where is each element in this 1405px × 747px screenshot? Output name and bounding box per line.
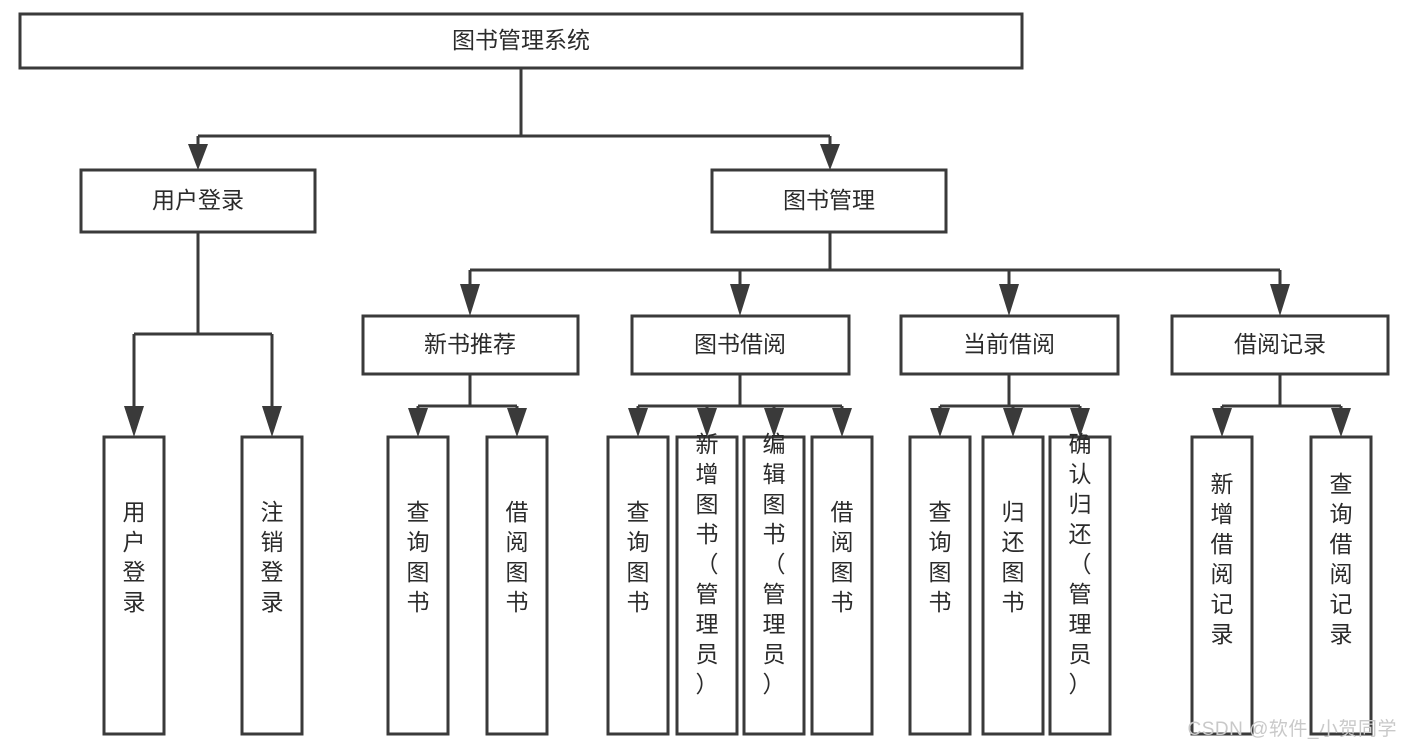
node-leaf-logout-login-box[interactable] bbox=[240, 435, 304, 736]
node-leaf-logout-login[interactable]: 注销登录 bbox=[240, 435, 304, 736]
node-leaf-return-book-box[interactable] bbox=[981, 435, 1045, 736]
node-leaf-query-borrow-record-label: 查询借阅记录 bbox=[1330, 471, 1353, 647]
node-leaf-query-book-current[interactable]: 查询图书 bbox=[908, 435, 972, 736]
arrow-head-leaf-borrow-book-rec bbox=[507, 408, 527, 437]
arrow-head-leaf-query-book-current bbox=[930, 408, 950, 437]
node-root-label: 图书管理系统 bbox=[452, 27, 590, 53]
node-leaf-query-book-current-box[interactable] bbox=[908, 435, 972, 736]
node-leaf-confirm-return-admin-label: 确认归还（管理员） bbox=[1069, 431, 1092, 697]
node-leaf-query-book-borrow-box[interactable] bbox=[606, 435, 670, 736]
arrow-head-leaf-add-borrow-record bbox=[1212, 408, 1232, 437]
node-leaf-borrow-book-box[interactable] bbox=[810, 435, 874, 736]
connector-group-root bbox=[188, 68, 840, 170]
node-leaf-query-book-rec-box[interactable] bbox=[386, 435, 450, 736]
connector-group-user-login bbox=[124, 232, 282, 437]
arrow-head-leaf-query-book-borrow bbox=[628, 408, 648, 437]
node-leaf-query-book-borrow[interactable]: 查询图书 bbox=[606, 435, 670, 736]
node-leaf-add-borrow-record-label: 新增借阅记录 bbox=[1211, 471, 1234, 647]
node-borrow-record-label: 借阅记录 bbox=[1234, 331, 1326, 357]
node-new-book-recommend[interactable]: 新书推荐 bbox=[361, 314, 580, 376]
arrow-head-leaf-confirm-return-admin bbox=[1070, 408, 1090, 437]
node-leaf-user-login-label: 用户登录 bbox=[123, 499, 146, 615]
node-leaf-borrow-book-rec-label: 借阅图书 bbox=[506, 499, 529, 615]
arrow-head-leaf-borrow-book bbox=[832, 408, 852, 437]
arrow-head-leaf-query-book-rec bbox=[408, 408, 428, 437]
node-leaf-return-book-label: 归还图书 bbox=[1002, 499, 1025, 615]
node-user-login[interactable]: 用户登录 bbox=[79, 168, 317, 234]
arrow-head-user-login bbox=[188, 144, 208, 170]
node-new-book-recommend-label: 新书推荐 bbox=[424, 331, 516, 357]
node-leaf-borrow-book-rec-box[interactable] bbox=[485, 435, 549, 736]
node-leaf-query-book-rec-label: 查询图书 bbox=[407, 499, 430, 615]
node-root-box[interactable] bbox=[18, 12, 1024, 70]
node-user-login-label: 用户登录 bbox=[152, 187, 244, 213]
arrow-head-current-borrow bbox=[999, 284, 1019, 316]
node-leaf-logout-login-label: 注销登录 bbox=[261, 499, 284, 615]
arrow-head-leaf-query-borrow-record bbox=[1331, 408, 1351, 437]
node-leaf-edit-book-admin-box[interactable] bbox=[742, 435, 806, 736]
node-leaf-add-book-admin-label: 新增图书（管理员） bbox=[696, 431, 719, 697]
arrow-head-new-book-recommend bbox=[460, 284, 480, 316]
node-leaf-query-book-borrow-label: 查询图书 bbox=[627, 499, 650, 615]
node-book-borrow-box[interactable] bbox=[630, 314, 851, 376]
node-current-borrow-box[interactable] bbox=[899, 314, 1120, 376]
node-book-borrow[interactable]: 图书借阅 bbox=[630, 314, 851, 376]
node-leaf-borrow-book-rec[interactable]: 借阅图书 bbox=[485, 435, 549, 736]
connector-group-borrow-record bbox=[1212, 374, 1351, 437]
node-new-book-recommend-box[interactable] bbox=[361, 314, 580, 376]
arrow-head-leaf-add-book-admin bbox=[697, 408, 717, 437]
node-leaf-add-book-admin-box[interactable] bbox=[675, 435, 739, 736]
node-borrow-record-box[interactable] bbox=[1170, 314, 1390, 376]
node-leaf-confirm-return-admin[interactable]: 确认归还（管理员） bbox=[1048, 431, 1112, 736]
node-leaf-user-login-box[interactable] bbox=[102, 435, 166, 736]
node-book-management-box[interactable] bbox=[710, 168, 948, 234]
connector-group-new-book-recommend bbox=[408, 374, 527, 437]
node-book-management-label: 图书管理 bbox=[783, 187, 875, 213]
node-leaf-add-borrow-record-box[interactable] bbox=[1190, 435, 1254, 736]
node-leaf-confirm-return-admin-box[interactable] bbox=[1048, 435, 1112, 736]
connector-group-book-borrow bbox=[628, 374, 852, 437]
node-borrow-record[interactable]: 借阅记录 bbox=[1170, 314, 1390, 376]
arrow-head-book-borrow bbox=[730, 284, 750, 316]
node-current-borrow-label: 当前借阅 bbox=[963, 331, 1055, 357]
arrow-head-leaf-edit-book-admin bbox=[764, 408, 784, 437]
node-leaf-edit-book-admin-label: 编辑图书（管理员） bbox=[763, 431, 786, 697]
node-leaf-query-book-rec[interactable]: 查询图书 bbox=[386, 435, 450, 736]
node-leaf-borrow-book-label: 借阅图书 bbox=[831, 499, 854, 615]
node-current-borrow[interactable]: 当前借阅 bbox=[899, 314, 1120, 376]
node-book-borrow-label: 图书借阅 bbox=[694, 331, 786, 357]
node-leaf-add-book-admin[interactable]: 新增图书（管理员） bbox=[675, 431, 739, 736]
node-leaf-add-borrow-record[interactable]: 新增借阅记录 bbox=[1190, 435, 1254, 736]
connector-group-book-management bbox=[460, 232, 1290, 316]
arrow-head-borrow-record bbox=[1270, 284, 1290, 316]
arrow-head-leaf-user-login bbox=[124, 406, 144, 437]
connector-group-current-borrow bbox=[930, 374, 1090, 437]
arrow-head-leaf-logout-login bbox=[262, 406, 282, 437]
node-book-management[interactable]: 图书管理 bbox=[710, 168, 948, 234]
node-leaf-query-book-current-label: 查询图书 bbox=[929, 499, 952, 615]
node-root[interactable]: 图书管理系统 bbox=[18, 12, 1024, 70]
node-leaf-borrow-book[interactable]: 借阅图书 bbox=[810, 435, 874, 736]
node-user-login-box[interactable] bbox=[79, 168, 317, 234]
node-leaf-user-login[interactable]: 用户登录 bbox=[102, 435, 166, 736]
arrow-head-book-management bbox=[820, 144, 840, 170]
node-leaf-query-borrow-record-box[interactable] bbox=[1309, 435, 1373, 736]
node-leaf-query-borrow-record[interactable]: 查询借阅记录 bbox=[1309, 435, 1373, 736]
node-leaf-edit-book-admin[interactable]: 编辑图书（管理员） bbox=[742, 431, 806, 736]
node-leaf-return-book[interactable]: 归还图书 bbox=[981, 435, 1045, 736]
arrow-head-leaf-return-book bbox=[1003, 408, 1023, 437]
